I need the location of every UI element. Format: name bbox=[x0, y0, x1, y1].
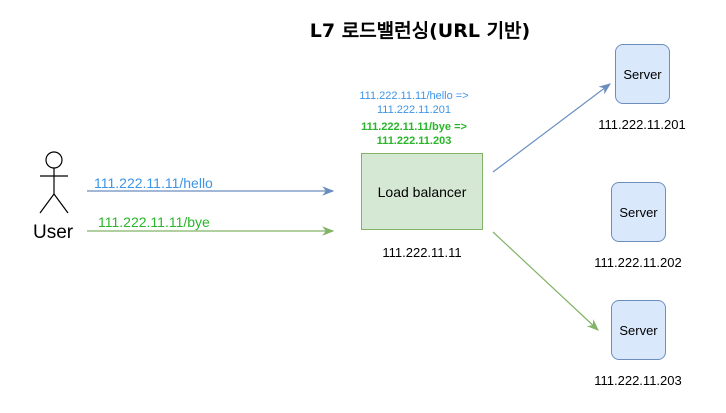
route-arrow-server-1 bbox=[492, 83, 611, 173]
server-ip-2: 111.222.11.202 bbox=[594, 255, 682, 270]
diagram-title: L7 로드밸런싱(URL 기반) bbox=[309, 20, 531, 42]
server-node-1: Server bbox=[615, 44, 670, 104]
request-label-hello: 111.222.11.11/hello bbox=[94, 175, 213, 191]
routing-rule-bye-target: 111.222.11.203 bbox=[376, 135, 452, 147]
routing-rule-hello-target: 111.222.11.201 bbox=[376, 104, 451, 116]
server-ip-3: 111.222.11.203 bbox=[594, 373, 682, 388]
server-label: Server bbox=[623, 66, 662, 82]
routing-rule-hello-path: 111.222.11.11/hello => bbox=[359, 90, 469, 102]
routing-rule-bye-path: 111.222.11.11/bye => bbox=[361, 121, 467, 133]
user-icon bbox=[39, 151, 69, 214]
route-arrow-server-3 bbox=[492, 231, 599, 331]
user-label: User bbox=[33, 222, 74, 243]
server-ip-1: 111.222.11.201 bbox=[598, 117, 686, 132]
server-node-3: Server bbox=[611, 300, 666, 360]
load-balancer-ip: 111.222.11.11 bbox=[382, 245, 462, 260]
routing-rule-hello: 111.222.11.11/hello => 111.222.11.201 bbox=[334, 89, 494, 117]
server-label: Server bbox=[619, 204, 658, 220]
routing-rule-bye: 111.222.11.11/bye => 111.222.11.203 bbox=[334, 120, 494, 148]
request-label-bye: 111.222.11.11/bye bbox=[98, 214, 210, 230]
server-label: Server bbox=[619, 322, 658, 338]
server-node-2: Server bbox=[611, 182, 666, 242]
load-balancer-label: Load balancer bbox=[377, 183, 467, 200]
load-balancer-node: Load balancer bbox=[361, 153, 483, 230]
